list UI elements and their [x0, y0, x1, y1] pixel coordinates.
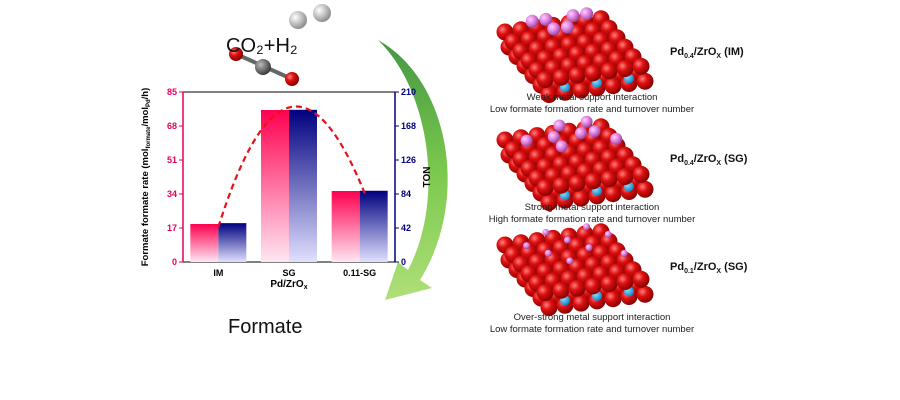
catalyst-slab: [496, 7, 654, 103]
interaction-description: Strong metal support interaction: [525, 202, 660, 213]
catalyst-label: Pd0.4/ZrOX (SG): [670, 153, 748, 167]
pd-atom: [520, 134, 533, 147]
catalyst-panel-2: Pd0.1/ZrOX (SG) Over-strong metal support…: [490, 223, 748, 335]
bar-rate-IM: [190, 224, 219, 262]
pd-atom: [560, 20, 574, 34]
pd-atom: [523, 242, 531, 250]
catalyst-slab: [496, 223, 654, 316]
pd-atom: [580, 7, 594, 21]
reaction-arrow: [378, 40, 448, 300]
y-tick-label: 85: [167, 87, 177, 97]
y2-axis-label: TON: [422, 167, 433, 188]
pd-atom: [588, 125, 601, 138]
product-label: Formate: [228, 316, 302, 338]
trend-line: [217, 105, 367, 228]
bar-rate-0.11-SG: [331, 191, 360, 262]
catalyst-panel-1: Pd0.4/ZrOX (SG) Strong metal support inte…: [489, 115, 748, 225]
bar-ton-SG: [289, 109, 317, 262]
bar-rate-SG: [261, 110, 289, 262]
pd-atom: [539, 12, 553, 26]
catalyst-slab: [496, 115, 654, 211]
catalyst-panel-0: Pd0.4/ZrOX (IM) Weak metal support intera…: [490, 7, 744, 115]
y2-tick-label: 126: [401, 155, 416, 165]
y2-tick-label: 42: [401, 223, 411, 233]
y2-tick-label: 0: [401, 257, 406, 267]
y-tick-label: 34: [167, 189, 177, 199]
pd-atom: [604, 230, 612, 238]
x-tick-label: IM: [213, 268, 223, 278]
pd-atom: [566, 257, 574, 265]
x-tick-label: 0.11-SG: [343, 268, 376, 278]
y-tick-label: 0: [172, 257, 177, 267]
pd-atom: [620, 249, 628, 257]
bar-ton-IM: [218, 223, 247, 262]
pd-atom: [580, 115, 593, 128]
pd-atom: [555, 140, 568, 153]
co2-molecule: [229, 47, 299, 86]
y-tick-label: 17: [167, 223, 177, 233]
pd-atom: [575, 127, 587, 140]
y2-tick-label: 168: [401, 121, 416, 131]
pd-atom: [547, 22, 561, 36]
pd-atom: [542, 228, 550, 236]
pd-atom: [585, 244, 593, 252]
bar-chart: IM SG 0.11-SG 0 17 34 51 68 85 0 42 84 126 168 210 Pd/…: [140, 87, 433, 291]
x-axis-label: Pd/ZrOx: [270, 279, 307, 291]
pd-atom: [544, 249, 552, 257]
reactants-label: CO₂+H₂: [226, 35, 298, 57]
bar-ton-0.11-SG: [359, 190, 388, 262]
y-tick-label: 51: [167, 155, 177, 165]
x-tick-label: SG: [282, 268, 295, 278]
performance-description: Low formate formation rate and turnover …: [490, 104, 694, 115]
pd-atom: [566, 9, 580, 23]
catalyst-label: Pd0.4/ZrOX (IM): [670, 46, 744, 60]
y2-tick-label: 210: [401, 87, 416, 97]
pd-atom: [563, 236, 571, 244]
h2-molecule: [289, 4, 331, 29]
pd-atom: [547, 130, 560, 143]
pd-atom: [525, 14, 539, 28]
y-axis-label: Formate formate rate (molformate/molPd/h…: [140, 88, 152, 267]
interaction-description: Over-strong metal support interaction: [514, 312, 671, 323]
performance-description: Low formate formation rate and turnover …: [490, 324, 694, 335]
catalyst-label: Pd0.1/ZrOX (SG): [670, 261, 748, 275]
y2-tick-label: 84: [401, 189, 411, 199]
pd-atom: [583, 223, 591, 231]
y-tick-label: 68: [167, 121, 177, 131]
performance-description: High formate formation rate and turnover…: [489, 214, 695, 225]
interaction-description: Weak metal support interaction: [527, 92, 658, 103]
pd-atom: [553, 119, 566, 132]
pd-atom: [610, 132, 623, 145]
